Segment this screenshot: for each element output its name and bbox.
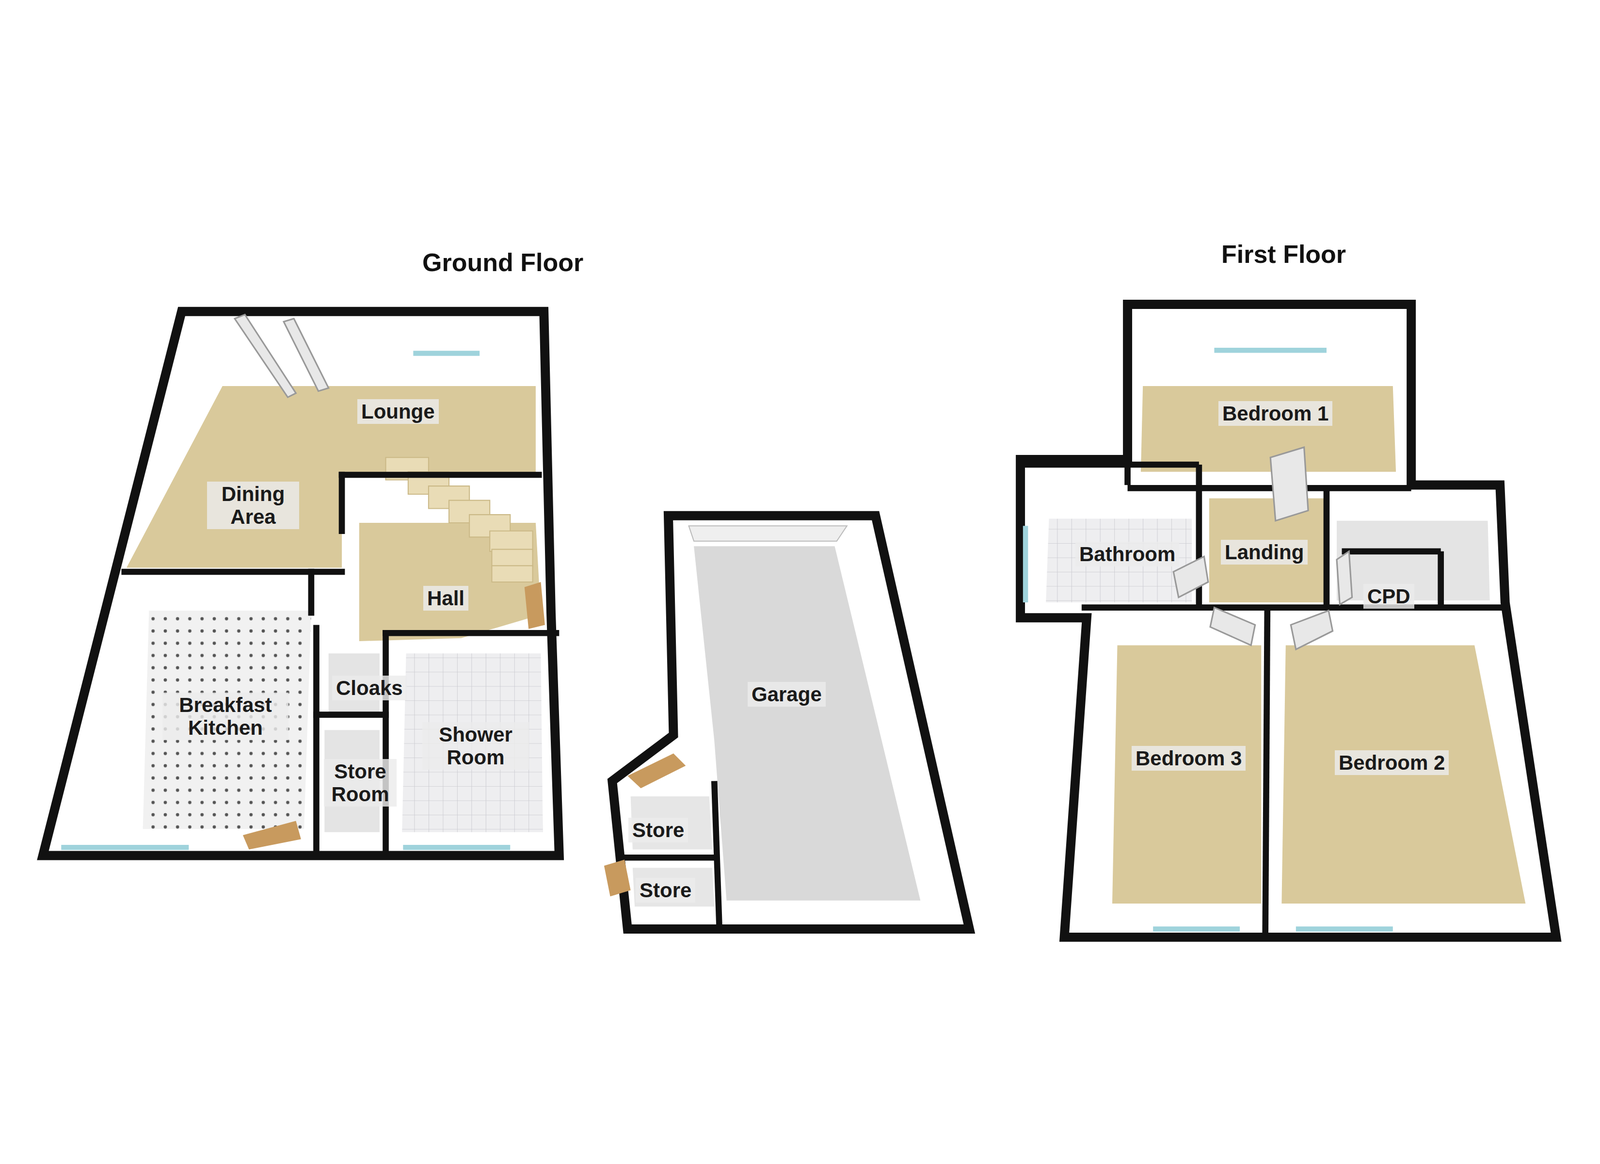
room-name: Bedroom 3 — [1135, 746, 1242, 770]
room-label: Store — [635, 877, 696, 903]
room-label: Bedroom 1 — [1218, 400, 1333, 426]
room-label: Store Room — [323, 758, 397, 807]
room-name: Bedroom 2 — [1338, 751, 1445, 774]
room-label: Dining Area — [207, 481, 300, 529]
room-name: Shower Room — [438, 722, 513, 769]
room-label: Bedroom 3 — [1131, 745, 1246, 771]
room-name: Bathroom — [1079, 542, 1176, 566]
room-label: Shower Room — [422, 721, 529, 770]
room-name: Store — [639, 878, 692, 902]
room-name: Breakfast Kitchen — [178, 693, 272, 739]
room-label: Cloaks — [332, 675, 407, 701]
room-label: CPD — [1363, 583, 1415, 609]
room-name: Landing — [1224, 540, 1304, 564]
room-label: Lounge — [357, 399, 439, 424]
room-name: CPD — [1367, 584, 1411, 608]
room-name: Cloaks — [336, 676, 403, 700]
room-label: Bedroom 2 — [1334, 750, 1449, 775]
floor-heading: First Floor — [1221, 239, 1346, 269]
room-label: Store — [628, 817, 688, 843]
room-label: Garage — [747, 681, 826, 707]
room-label: Hall — [423, 585, 469, 611]
room-name: Bedroom 1 — [1222, 401, 1329, 425]
room-name: Store Room — [331, 759, 390, 806]
room-name: Store — [632, 818, 685, 842]
room-label: Bathroom — [1075, 541, 1180, 567]
room-name: Lounge — [361, 400, 435, 423]
room-name: Dining Area — [221, 482, 286, 528]
room-name: Garage — [751, 682, 822, 706]
room-name: Hall — [427, 586, 465, 610]
floor-heading: Ground Floor — [422, 247, 584, 277]
room-label: Breakfast Kitchen — [162, 692, 289, 740]
room-label: Landing — [1220, 539, 1308, 565]
